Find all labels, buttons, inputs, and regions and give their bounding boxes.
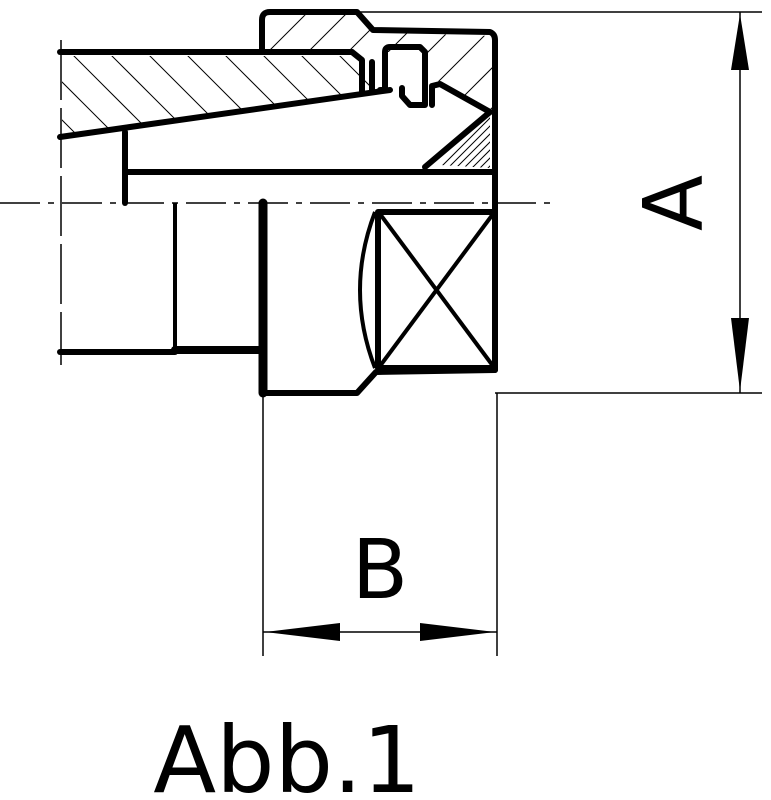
hatch-line — [62, 56, 219, 134]
hatch-line — [720, 0, 771, 200]
hatch-line — [640, 0, 771, 200]
hatch-line — [0, 0, 28, 200]
figure-caption: Abb.1 — [153, 707, 421, 800]
hatch-line — [0, 0, 32, 200]
hatch-line — [552, 0, 752, 200]
hatch-line — [760, 0, 771, 200]
hatch-line — [728, 0, 771, 200]
hatch-line — [656, 0, 771, 200]
hatch-line — [496, 0, 696, 200]
hatch-line — [616, 0, 771, 200]
hatch-line — [169, 56, 371, 134]
hatch-line — [447, 115, 490, 168]
hatch-line — [536, 0, 736, 200]
hatch-line — [479, 115, 490, 168]
hatch-line — [672, 0, 771, 200]
hatch-line — [131, 56, 333, 134]
hatch-line — [560, 0, 760, 200]
hatch-line — [62, 56, 257, 134]
dimension-b-label: B — [352, 523, 408, 618]
hatch-line — [0, 0, 48, 200]
hatch-line — [474, 0, 674, 200]
hatch-line — [528, 0, 728, 200]
hatch-line — [62, 56, 143, 134]
hatch-line — [504, 0, 704, 200]
hatch-line — [584, 0, 771, 200]
hatch-line — [752, 0, 771, 200]
hatch-line — [93, 56, 295, 134]
hatch-line — [696, 0, 771, 200]
arrow-right-icon — [420, 623, 495, 641]
hatch-line — [0, 0, 40, 200]
hatch-line — [0, 0, 120, 200]
dimension-a: A — [357, 11, 762, 394]
hatch-line — [0, 0, 80, 200]
hatch-line — [664, 0, 771, 200]
hatch-line — [640, 0, 771, 200]
hatch-line — [512, 0, 712, 200]
hatch-line — [664, 0, 771, 200]
hatch-line — [0, 0, 136, 200]
hatch-line — [550, 0, 750, 200]
hatch-line — [62, 56, 67, 134]
hatch-line — [0, 0, 96, 200]
hatch-line — [520, 0, 720, 200]
arrow-down-icon — [731, 318, 749, 391]
hatch-line — [0, 0, 40, 200]
hatch-line — [632, 0, 771, 200]
hatch-line — [264, 14, 361, 110]
hatch-line — [487, 115, 490, 168]
tube — [57, 49, 498, 355]
hatch-line — [0, 0, 120, 200]
hatch-line — [600, 0, 771, 200]
hatch-line — [479, 14, 492, 110]
hatch-line — [62, 56, 181, 134]
hatch-line — [720, 0, 771, 200]
hatch-line — [520, 0, 720, 200]
hatch-line — [680, 0, 771, 200]
hatch-line — [624, 0, 771, 200]
hatch-line — [688, 0, 771, 200]
hatch-line — [626, 0, 771, 200]
hatch-line — [0, 0, 80, 200]
hatch-line — [0, 0, 16, 200]
hatch-line — [0, 0, 88, 200]
hatch-line — [0, 0, 104, 200]
hatch-line — [0, 0, 64, 200]
hatch-line — [588, 0, 771, 200]
hatch-line — [648, 0, 771, 200]
hatch-line — [608, 0, 771, 200]
hatch-line — [0, 0, 56, 200]
dimension-b: B — [262, 393, 498, 656]
hatch-line — [440, 115, 490, 168]
hatch-line — [512, 0, 712, 200]
hatch-line — [0, 0, 112, 200]
hatch-line — [592, 0, 771, 200]
hatch-line — [0, 0, 8, 200]
hatch-line — [62, 56, 105, 134]
hatch-line — [471, 115, 490, 168]
hatch-line — [544, 0, 744, 200]
hatch-line — [0, 0, 128, 200]
dimension-a-label: A — [627, 175, 722, 231]
nut — [258, 9, 498, 398]
hatch-line — [455, 115, 490, 168]
hatch-line — [600, 0, 771, 200]
arrow-up-icon — [731, 14, 749, 70]
hatch-line — [702, 0, 771, 200]
arrow-left-icon — [265, 623, 340, 641]
hatch-line — [740, 0, 771, 200]
hatch-line — [680, 0, 771, 200]
hatch-line — [264, 14, 321, 110]
hatch-line — [760, 0, 771, 200]
hatch-line — [0, 0, 24, 200]
hatch-line — [744, 0, 771, 200]
hatch-line — [560, 0, 760, 200]
